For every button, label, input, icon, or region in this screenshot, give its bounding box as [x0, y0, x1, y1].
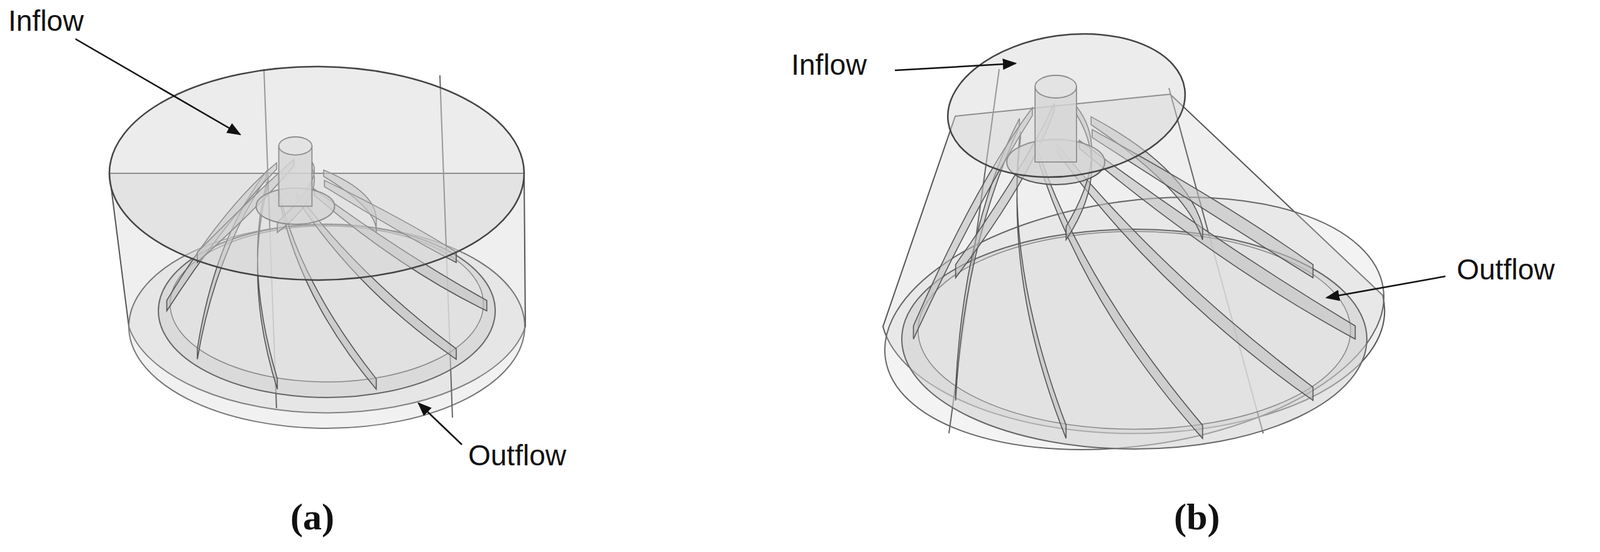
boundary-label: Inflow: [791, 49, 867, 82]
leader-arrow: [75, 38, 241, 135]
leader-arrow: [1326, 276, 1446, 298]
inflow-face: [938, 19, 1195, 193]
boundary-label: Outflow: [1456, 253, 1555, 286]
boundary-label: Inflow: [8, 5, 84, 38]
boundary-label: Outflow: [468, 439, 567, 472]
panel-label: (a): [290, 496, 335, 538]
leader-arrow: [894, 63, 1016, 71]
inflow-face: [109, 66, 525, 281]
panel-label: (b): [1173, 496, 1220, 538]
leader-arrow: [418, 403, 462, 445]
